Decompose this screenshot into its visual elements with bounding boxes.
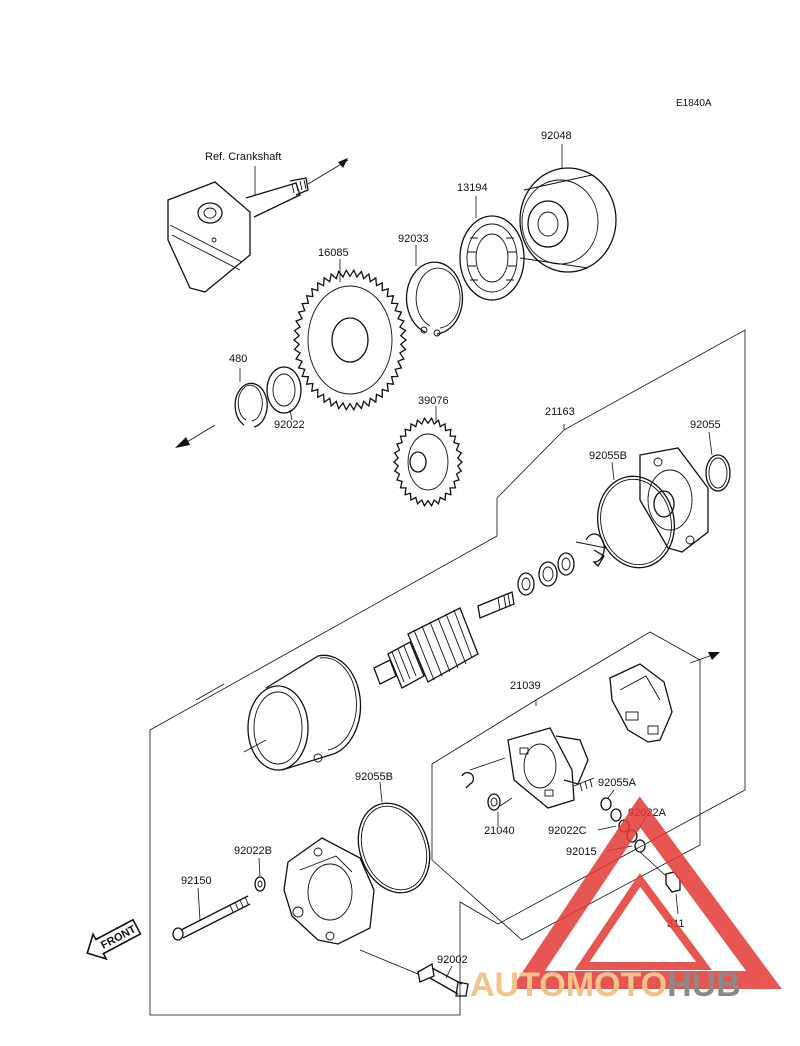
shims-drawing [517,533,607,596]
label-21163: 21163 [545,406,575,418]
label-21040: 21040 [484,825,515,837]
brush-plate-drawing [609,663,673,743]
part-13194-drawing [459,196,525,301]
label-92022C: 92022C [548,825,587,837]
label-92022: 92022 [274,419,305,431]
label-21039: 21039 [510,680,541,692]
assembly-21163-boundary [149,329,746,1016]
part-480-drawing [234,368,268,428]
label-92002: 92002 [437,954,468,966]
part-92055B-top-drawing [596,461,676,569]
watermark-text: AUTOMOTOHUB [470,966,741,1004]
watermark-text-b: HUB [667,966,741,1004]
part-92022-drawing [266,366,302,421]
front-direction-arrow: FRONT [86,918,142,961]
watermark-logo [511,796,782,989]
label-92055: 92055 [690,419,721,431]
rear-cover-drawing [283,837,375,945]
label-92055B-bottom: 92055B [355,771,393,783]
part-92033-drawing [405,245,464,337]
part-16085-drawing [292,259,408,412]
gear-teeth-outline [393,416,463,508]
label-92022B: 92022B [234,845,272,857]
label-92055A: 92055A [598,777,637,789]
brush-holder-drawing [507,727,595,809]
label-92055B-top: 92055B [589,450,627,462]
label-92033: 92033 [398,233,429,245]
label-92015: 92015 [566,846,597,858]
part-92002-drawing [359,949,469,997]
part-92055B-bottom-drawing [357,781,431,894]
end-cover-drawing [639,447,709,553]
part-21040-drawing [487,793,513,826]
part-92150-drawing [172,887,251,941]
label-16085: 16085 [318,247,349,259]
label-480: 480 [229,353,247,365]
gear-teeth-outline [292,268,408,412]
part-92048-drawing [519,144,617,273]
yoke-drawing [247,654,362,771]
part-39076-drawing [393,406,463,508]
label-92150: 92150 [181,875,212,887]
label-92048: 92048 [541,130,572,142]
armature-drawing [373,591,515,689]
crankshaft-drawing [167,158,349,293]
label-39076: 39076 [418,395,449,407]
assembly-21039-boundary [431,631,720,941]
label-13194: 13194 [457,182,488,194]
watermark-text-a: AUTOMOTO [470,966,667,1004]
diagram-code: E1840A [676,98,712,109]
ref-crankshaft-label: Ref. Crankshaft [205,151,281,163]
part-92055-drawing [705,431,731,492]
part-92022B-drawing [254,857,266,892]
